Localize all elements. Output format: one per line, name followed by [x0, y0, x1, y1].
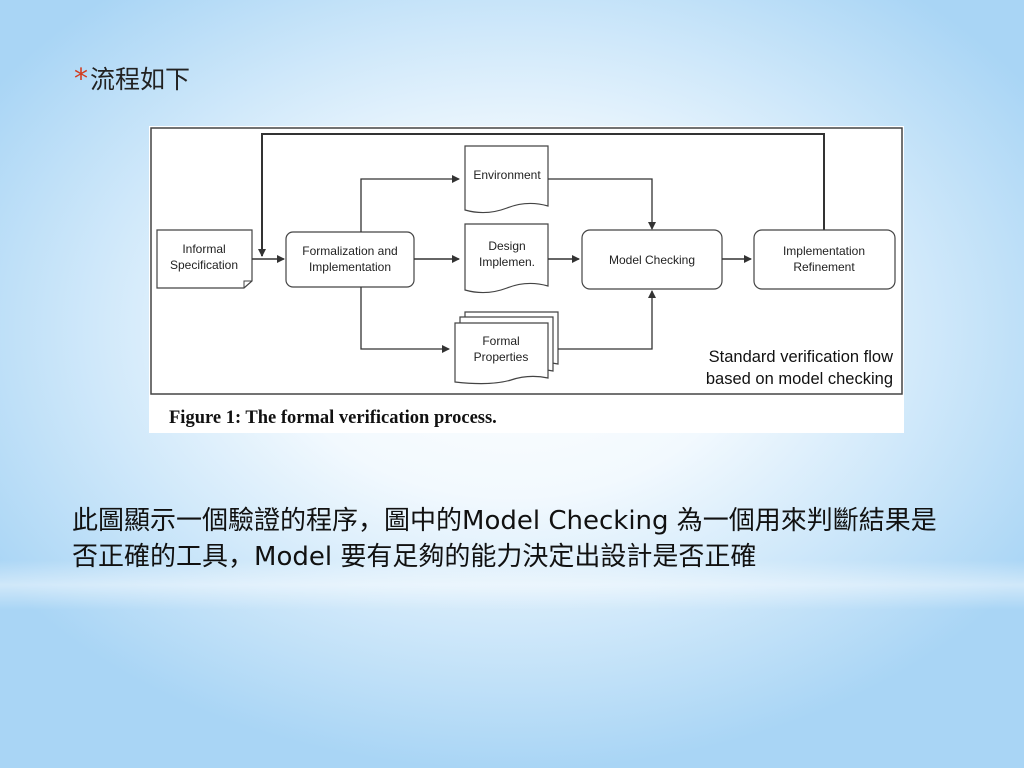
node-refinement-line1: Implementation: [783, 244, 865, 258]
node-environment: Environment: [464, 145, 549, 214]
slide-heading: *流程如下: [74, 60, 190, 96]
arrow-properties-to-model-checking: [558, 290, 656, 350]
body-segment-1: 此圖顯示一個驗證的程序，圖中的: [72, 506, 463, 536]
node-design-line2: Implemen.: [479, 255, 535, 269]
node-formal-properties: Formal Properties: [454, 311, 559, 385]
node-model-checking: Model Checking: [581, 229, 723, 290]
node-implementation-refinement: Implementation Refinement: [753, 229, 896, 290]
feedback-arrow: [258, 133, 825, 257]
flow-diagram: Informal Specification Formalization and…: [150, 127, 903, 428]
body-segment-model: Model: [254, 542, 333, 572]
node-design-implementation: Design Implemen.: [464, 223, 549, 294]
verification-flow-figure: Informal Specification Formalization and…: [149, 126, 904, 433]
arrow-environment-to-model-checking: [548, 178, 656, 230]
body-segment-model-checking: Model Checking: [462, 506, 669, 536]
node-informal-spec-line1: Informal: [182, 242, 225, 256]
heading-text: 流程如下: [90, 65, 191, 94]
node-refinement-line2: Refinement: [793, 260, 855, 274]
annotation-line2: based on model checking: [706, 370, 893, 388]
node-design-line1: Design: [488, 239, 525, 253]
node-informal-specification: Informal Specification: [156, 229, 253, 289]
annotation-line1: Standard verification flow: [709, 348, 893, 366]
bullet-icon: *: [74, 62, 88, 95]
node-informal-spec-line2: Specification: [170, 258, 238, 272]
node-formal-properties-line2: Properties: [474, 350, 529, 364]
node-formalization: Formalization and Implementation: [285, 231, 415, 288]
background-highlight-band: [0, 560, 1024, 610]
node-formalization-line1: Formalization and: [302, 244, 397, 258]
body-segment-5: 要有足夠的能力決定出設計是否正確: [332, 542, 757, 572]
figure-caption: Figure 1: The formal verification proces…: [169, 408, 497, 428]
node-formal-properties-line1: Formal: [482, 334, 519, 348]
node-environment-label: Environment: [473, 168, 541, 182]
arrow-to-environment: [360, 175, 460, 232]
node-formalization-line2: Implementation: [309, 260, 391, 274]
arrow-to-formal-properties: [360, 287, 450, 353]
figure-frame: [150, 127, 903, 395]
node-model-checking-label: Model Checking: [609, 253, 695, 267]
slide-body-paragraph: 此圖顯示一個驗證的程序，圖中的Model Checking 為一個用來判斷結果是…: [72, 503, 952, 575]
body-segment-3: 為一個用來判斷結果是否正確的工具，: [72, 506, 937, 572]
